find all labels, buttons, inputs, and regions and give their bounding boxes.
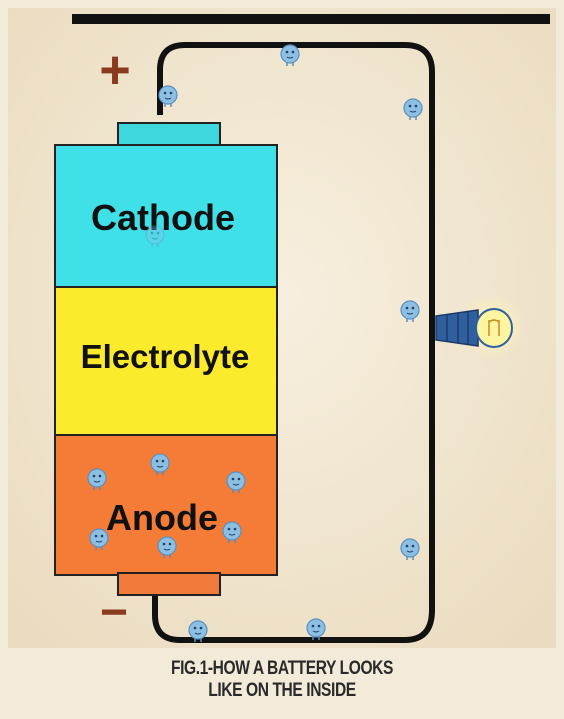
negative-terminal xyxy=(117,572,221,596)
top-bar xyxy=(72,14,550,24)
light-bulb-icon xyxy=(435,293,526,361)
electrolyte-section xyxy=(54,286,278,436)
anode-label: Anode xyxy=(106,497,218,538)
caption-line-1: FIG.1-HOW A BATTERY LOOKS xyxy=(170,658,394,679)
caption-line-2: LIKE ON THE INSIDE xyxy=(208,680,356,701)
battery-diagram: + − Cathode Electrolyte Anode xyxy=(8,8,556,648)
plus-sign: + xyxy=(99,40,131,100)
positive-terminal xyxy=(117,122,221,148)
electrolyte-label: Electrolyte xyxy=(81,338,250,375)
circuit-wire xyxy=(152,42,435,643)
